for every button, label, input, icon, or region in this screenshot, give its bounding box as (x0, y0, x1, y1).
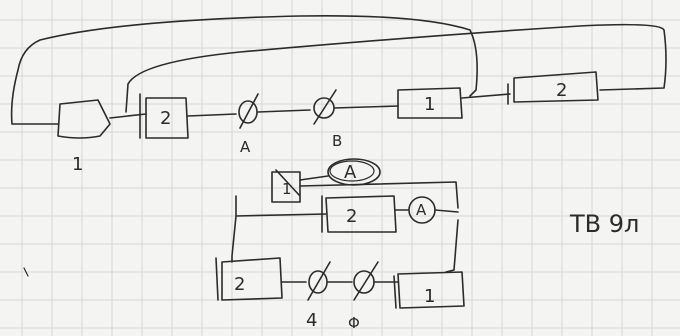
null-symbol-4 (354, 262, 378, 300)
label-below-null-1: A (240, 138, 251, 156)
top-circuit: 2 A B 1 2 1 (12, 16, 666, 175)
bottom-circuit: A 1 2 A 2 4 Φ (216, 159, 464, 332)
circled-node-label: A (416, 201, 427, 219)
null-symbol-3 (308, 262, 330, 300)
middle-box-2 (322, 196, 396, 232)
label-below-box-a: 1 (72, 154, 83, 175)
label-below-null-2: B (332, 132, 342, 150)
wire-topbox-oval (300, 176, 328, 180)
box-d (508, 72, 598, 104)
top-box-label: 1 (282, 180, 292, 198)
wire-b-null1 (188, 114, 236, 116)
label-below-null-4: Φ (348, 314, 360, 332)
box-c-label: 1 (424, 94, 435, 115)
null-symbol-1 (239, 94, 258, 128)
box-d-label: 2 (556, 80, 567, 101)
bottom-left-box-2 (216, 258, 282, 300)
left-box-label: 2 (234, 274, 245, 295)
oval-node-label: A (344, 162, 357, 183)
wire-null1-null2 (258, 110, 310, 112)
wire-null2-c (334, 106, 398, 108)
right-box-label: 1 (424, 286, 435, 307)
middle-box-label: 2 (346, 206, 357, 227)
side-note: TB 9л (569, 210, 639, 238)
outer-loop-wire (12, 16, 478, 124)
wire-circle-right (435, 210, 458, 212)
null-symbol-2 (314, 90, 336, 124)
inner-loop-wire (126, 25, 666, 112)
label-below-null-3: 4 (306, 310, 317, 331)
box-b-label: 2 (160, 108, 171, 129)
